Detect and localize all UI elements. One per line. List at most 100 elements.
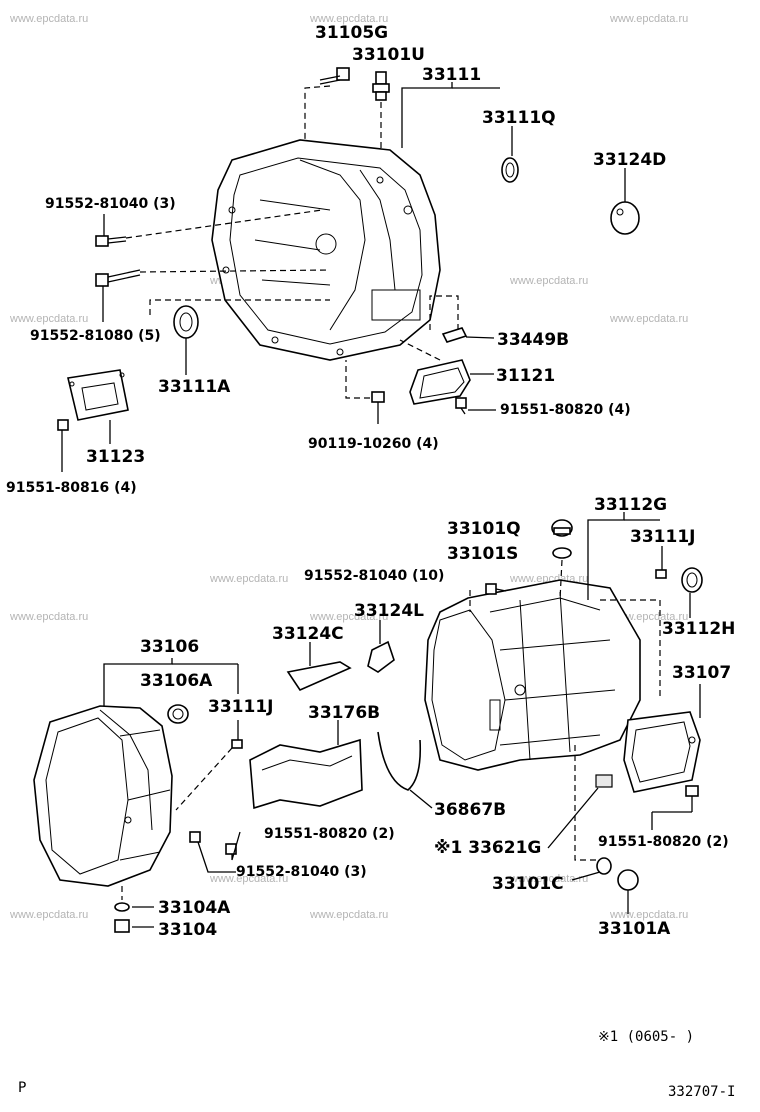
bolt-91552-81080[interactable]: [95, 269, 141, 287]
label-90119-10260-4: 90119-10260 (4): [308, 436, 439, 452]
watermark: www.epcdata.ru: [609, 13, 688, 25]
spring-36867B[interactable]: [377, 731, 422, 791]
footer-code: P: [18, 1080, 26, 1096]
watermark: www.epcdata.ru: [9, 909, 88, 921]
bolt-91552-81040[interactable]: [95, 235, 127, 247]
plug-33101A[interactable]: [617, 869, 639, 891]
bolt-91551-80820-2-left[interactable]: [225, 843, 237, 855]
label-91551-80816-4: 91551-80816 (4): [6, 480, 137, 496]
label-91552-81040-10: 91552-81040 (10): [304, 568, 444, 584]
gasket-33101S[interactable]: [552, 547, 572, 559]
nut-33104[interactable]: [114, 919, 130, 933]
bolt-91551-80820-2-right[interactable]: [685, 785, 699, 797]
label-36867B: 36867B: [434, 800, 506, 820]
upper-labels: 31105G 33101U 33111 33111Q 33124D 91552-…: [6, 23, 666, 496]
label-33101C: 33101C: [492, 874, 564, 894]
leader-33111A-b: [149, 299, 330, 315]
cover-33107[interactable]: [623, 711, 701, 793]
bolt-91552-81040-10[interactable]: [485, 583, 507, 595]
watermark: www.epcdata.ru: [509, 873, 588, 885]
label-33124L: 33124L: [354, 601, 424, 621]
leader-33449B: [465, 336, 495, 339]
label-33112H: 33112H: [662, 619, 735, 639]
seal-33111Q[interactable]: [501, 157, 519, 183]
part-33621G[interactable]: [595, 774, 613, 788]
label-33101Q: 33101Q: [447, 519, 521, 539]
cover-31123[interactable]: [67, 369, 129, 421]
label-33176B: 33176B: [308, 703, 380, 723]
label-33621G: ※1 33621G: [434, 838, 541, 858]
leader-33112G: [587, 512, 625, 600]
pin-33111J-low[interactable]: [231, 739, 243, 749]
leader-bolt-b: [139, 269, 331, 273]
leader-33106: [103, 658, 173, 706]
cover-31121[interactable]: [409, 359, 471, 405]
leader-91552-81040-3-lower: [197, 841, 236, 873]
extension-housing[interactable]: [33, 705, 173, 887]
bolt-31105G[interactable]: [319, 67, 350, 85]
watermark: www.epcdata.ru: [9, 313, 88, 325]
pin-33111J-top[interactable]: [655, 569, 667, 579]
label-91552-81040-3: 91552-81040 (3): [45, 196, 176, 212]
bushing-33106A[interactable]: [167, 704, 189, 724]
leader-33101C-dash: [574, 745, 600, 861]
transmission-case[interactable]: [424, 579, 641, 771]
clip-33449B[interactable]: [441, 327, 468, 343]
clutch-housing[interactable]: [211, 139, 441, 361]
watermark: www.epcdata.ru: [309, 611, 388, 623]
watermark: www.epcdata.ru: [9, 611, 88, 623]
label-33104: 33104: [158, 920, 217, 940]
leader-33621G: [547, 787, 599, 849]
label-33107: 33107: [672, 663, 731, 683]
diagram-id: 332707-I: [668, 1084, 735, 1100]
leader-31121-b: [399, 339, 441, 361]
label-33112G: 33112G: [594, 495, 667, 515]
label-91552-81040-3-lower: 91552-81040 (3): [236, 864, 367, 880]
label-33449B: 33449B: [497, 330, 569, 350]
washer-33104A[interactable]: [114, 902, 130, 912]
leader-33101C: [571, 871, 601, 881]
label-33101U: 33101U: [352, 45, 425, 65]
footer-note: ※1 (0605- ): [598, 1029, 694, 1045]
label-91551-80820-2-right: 91551-80820 (2): [598, 834, 729, 850]
lower-labels: 33112G 33101Q 33111J 33101S 91552-81040 …: [140, 495, 735, 940]
baffle-33176B[interactable]: [249, 738, 363, 810]
label-33111: 33111: [422, 65, 481, 85]
label-33111A: 33111A: [158, 377, 231, 397]
watermark: www.epcdata.ru: [309, 13, 388, 25]
bracket-33124C[interactable]: [286, 661, 352, 692]
footer: ※1 (0605- ) P 332707-I: [18, 1029, 735, 1100]
bolt-90119-10260[interactable]: [371, 391, 385, 424]
label-31123: 31123: [86, 447, 145, 467]
bolt-91552-81040-3-lower[interactable]: [189, 831, 201, 843]
leader-33101Q: [559, 559, 563, 601]
watermark: www.epcdata.ru: [509, 275, 588, 287]
plug-33101Q[interactable]: [551, 519, 573, 537]
leader-33112H-b: [600, 599, 661, 700]
plate-33124D[interactable]: [610, 201, 640, 235]
leader-90119: [345, 360, 370, 399]
label-33101S: 33101S: [447, 544, 518, 564]
bracket-33124L[interactable]: [367, 640, 395, 673]
leader-36867B: [409, 789, 433, 809]
plug-33101U[interactable]: [372, 71, 390, 101]
plug-33101C[interactable]: [596, 857, 612, 875]
watermark: www.epcdata.ru: [209, 873, 288, 885]
label-31105G: 31105G: [315, 23, 388, 43]
seal-33111A[interactable]: [173, 305, 199, 339]
bolt-91551-80820-4[interactable]: [455, 397, 467, 415]
watermark: www.epcdata.ru: [209, 573, 288, 585]
label-91552-81080-5: 91552-81080 (5): [30, 328, 161, 344]
bearing-33112H[interactable]: [681, 567, 703, 593]
leader-bolt-a: [125, 209, 323, 239]
label-33124D: 33124D: [593, 150, 666, 170]
label-33111J: 33111J: [630, 527, 695, 547]
watermark: www.epcdata.ru: [609, 313, 688, 325]
bolt-91551-80816[interactable]: [57, 419, 69, 472]
label-31121: 31121: [496, 366, 555, 386]
label-33111Q: 33111Q: [482, 108, 556, 128]
label-91551-80820-4: 91551-80820 (4): [500, 402, 631, 418]
label-33111J-lower: 33111J: [208, 697, 273, 717]
label-33124C: 33124C: [272, 624, 344, 644]
